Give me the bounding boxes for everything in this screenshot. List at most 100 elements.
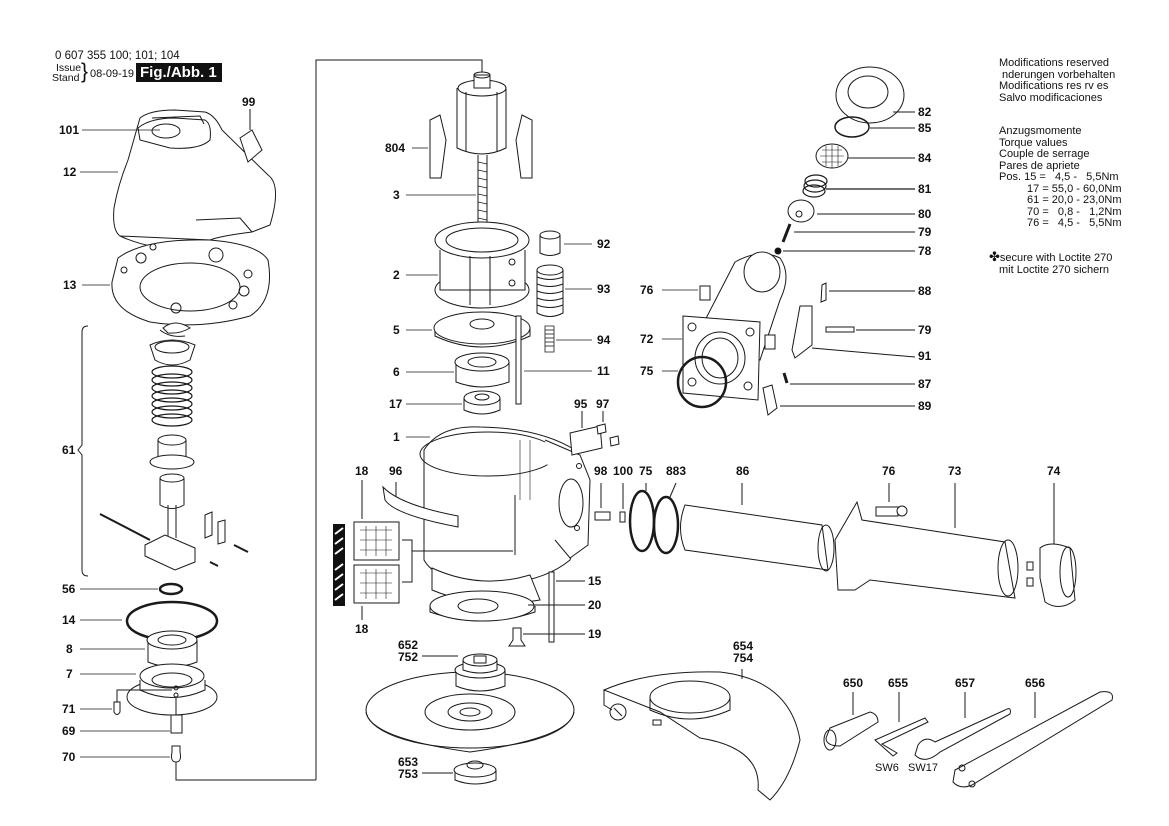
part-label-12: 12: [63, 165, 77, 179]
part-label-95: 95: [574, 397, 588, 411]
part-label-804: 804: [385, 141, 406, 155]
part-label-11: 11: [597, 364, 610, 378]
part-label-87: 87: [918, 377, 932, 391]
torque-range: = 4,5 - 5,5Nm: [1042, 217, 1122, 229]
torque-row: 76 = 4,5 - 5,5Nm: [999, 217, 1122, 230]
loctite-text: secure with Loctite 270: [999, 252, 1113, 264]
modifications-line: Salvo modificaciones: [999, 91, 1103, 104]
part-label-72: 72: [640, 332, 654, 346]
loctite-clover-icon: ✤: [989, 249, 1000, 264]
part-label-76-lower: 76: [882, 464, 896, 478]
part-label-56: 56: [62, 582, 76, 596]
part-label-654: 654: [733, 639, 754, 653]
part-label-3: 3: [393, 188, 400, 202]
modifications-line: Modifications res rv es: [999, 80, 1109, 92]
part-label-100: 100: [613, 464, 634, 478]
silencer-18: [354, 480, 513, 620]
loctite-line: mit Loctite 270 sichern: [989, 263, 1112, 277]
part-label-86: 86: [736, 464, 750, 478]
part-label-81: 81: [918, 182, 932, 196]
part-label-752: 752: [398, 650, 419, 664]
inlet-sleeve-82: [836, 67, 915, 123]
part-label-18-top: 18: [355, 464, 369, 478]
nipple-650: [824, 692, 878, 750]
stud-15: [549, 572, 585, 642]
bearing-6: [455, 353, 509, 387]
torque-pos: 76: [1027, 217, 1040, 229]
torque-pos: 15: [1024, 171, 1037, 183]
backing-pad-652-752: [366, 654, 574, 752]
nut-17: [464, 391, 500, 414]
part-label-94: 94: [597, 333, 611, 347]
part-label-69: 69: [62, 724, 76, 738]
screw-76-lower: [876, 483, 907, 516]
silencer-stripes: [333, 524, 345, 606]
part-label-657: 657: [955, 676, 976, 690]
loctite-text: mit Loctite 270 sichern: [999, 263, 1110, 276]
part-label-18-bottom: 18: [355, 622, 369, 636]
part-label-98: 98: [594, 464, 608, 478]
part-label-84: 84: [918, 151, 932, 165]
hex-key-655: [875, 692, 928, 756]
end-plate-5: [434, 312, 530, 347]
part-label-96: 96: [389, 464, 403, 478]
part-numbers: 0 607 355 100; 101; 104: [55, 50, 180, 62]
torque-row: 70 = 0,8 - 1,2Nm: [999, 205, 1122, 219]
figure-label: Fig./Abb. 1: [136, 63, 222, 82]
issue-date: 08-09-19: [90, 68, 135, 80]
wheel-guard-654-754: [604, 669, 800, 800]
torque-range: = 55,0 - 60,0Nm: [1042, 182, 1122, 195]
torque-prefix: Pos.: [999, 171, 1025, 183]
wrench-size-sw6: SW6: [875, 762, 899, 774]
o-ring-56: [160, 584, 182, 594]
part-label-13: 13: [63, 278, 77, 292]
part-label-19: 19: [588, 627, 602, 641]
part-label-17: 17: [389, 397, 403, 411]
part-label-5: 5: [393, 323, 400, 337]
screw-71: [114, 702, 120, 715]
strainer-84: [816, 144, 915, 168]
part-label-14: 14: [62, 613, 76, 627]
torque-range: = 4,5 - 5,5Nm: [1039, 171, 1119, 183]
gasket-13: [112, 240, 270, 325]
torque-title: Torque values: [999, 136, 1068, 149]
modifications-line: Modifications reserved: [999, 57, 1110, 69]
handle-73: [835, 483, 1018, 598]
o-ring-75-lower: [630, 491, 654, 551]
pin-wrench-656: [953, 692, 1113, 787]
torque-row: Pos. 15 = 4,5 - 5,5Nm: [999, 171, 1122, 184]
torque-pos: 17: [1027, 182, 1040, 195]
part-label-92: 92: [597, 237, 611, 251]
part-label-85: 85: [918, 121, 932, 135]
vane-89: [763, 385, 915, 415]
vane-pack-93: [537, 265, 563, 317]
torque-range: = 20,0 - 23,0Nm: [1042, 194, 1122, 206]
part-label-1: 1: [393, 430, 400, 444]
part-label-73: 73: [948, 464, 962, 478]
bracket-69: [171, 715, 182, 733]
loctite-note: ✤secure with Loctite 270 mit Loctite 270…: [989, 249, 1113, 277]
part-label-70: 70: [62, 750, 76, 764]
part-label-2: 2: [393, 268, 400, 282]
part-label-74: 74: [1047, 464, 1061, 478]
cylinder-2: [435, 222, 529, 308]
o-ring-883: [654, 497, 678, 553]
end-cap-74: [1027, 483, 1076, 607]
part-label-754: 754: [733, 651, 754, 665]
loctite-line: ✤secure with Loctite 270: [989, 249, 1113, 265]
washer-100: [620, 483, 625, 522]
part-label-75-lower: 75: [639, 464, 653, 478]
bearing-flange-7: [127, 664, 217, 715]
motor-housing-1: [420, 427, 590, 603]
modifications-line: nderungen vorbehalten: [999, 68, 1116, 81]
torque-pos: 61: [1027, 194, 1040, 206]
pin-11: [516, 316, 521, 404]
part-label-8: 8: [66, 642, 73, 656]
stand-label: Stand: [52, 72, 80, 84]
part-label-82: 82: [918, 105, 932, 119]
part-label-91: 91: [918, 349, 932, 363]
torque-pos: 70: [1027, 205, 1040, 218]
label-plate-99: [240, 109, 262, 162]
seal-strip-96: [383, 482, 458, 527]
